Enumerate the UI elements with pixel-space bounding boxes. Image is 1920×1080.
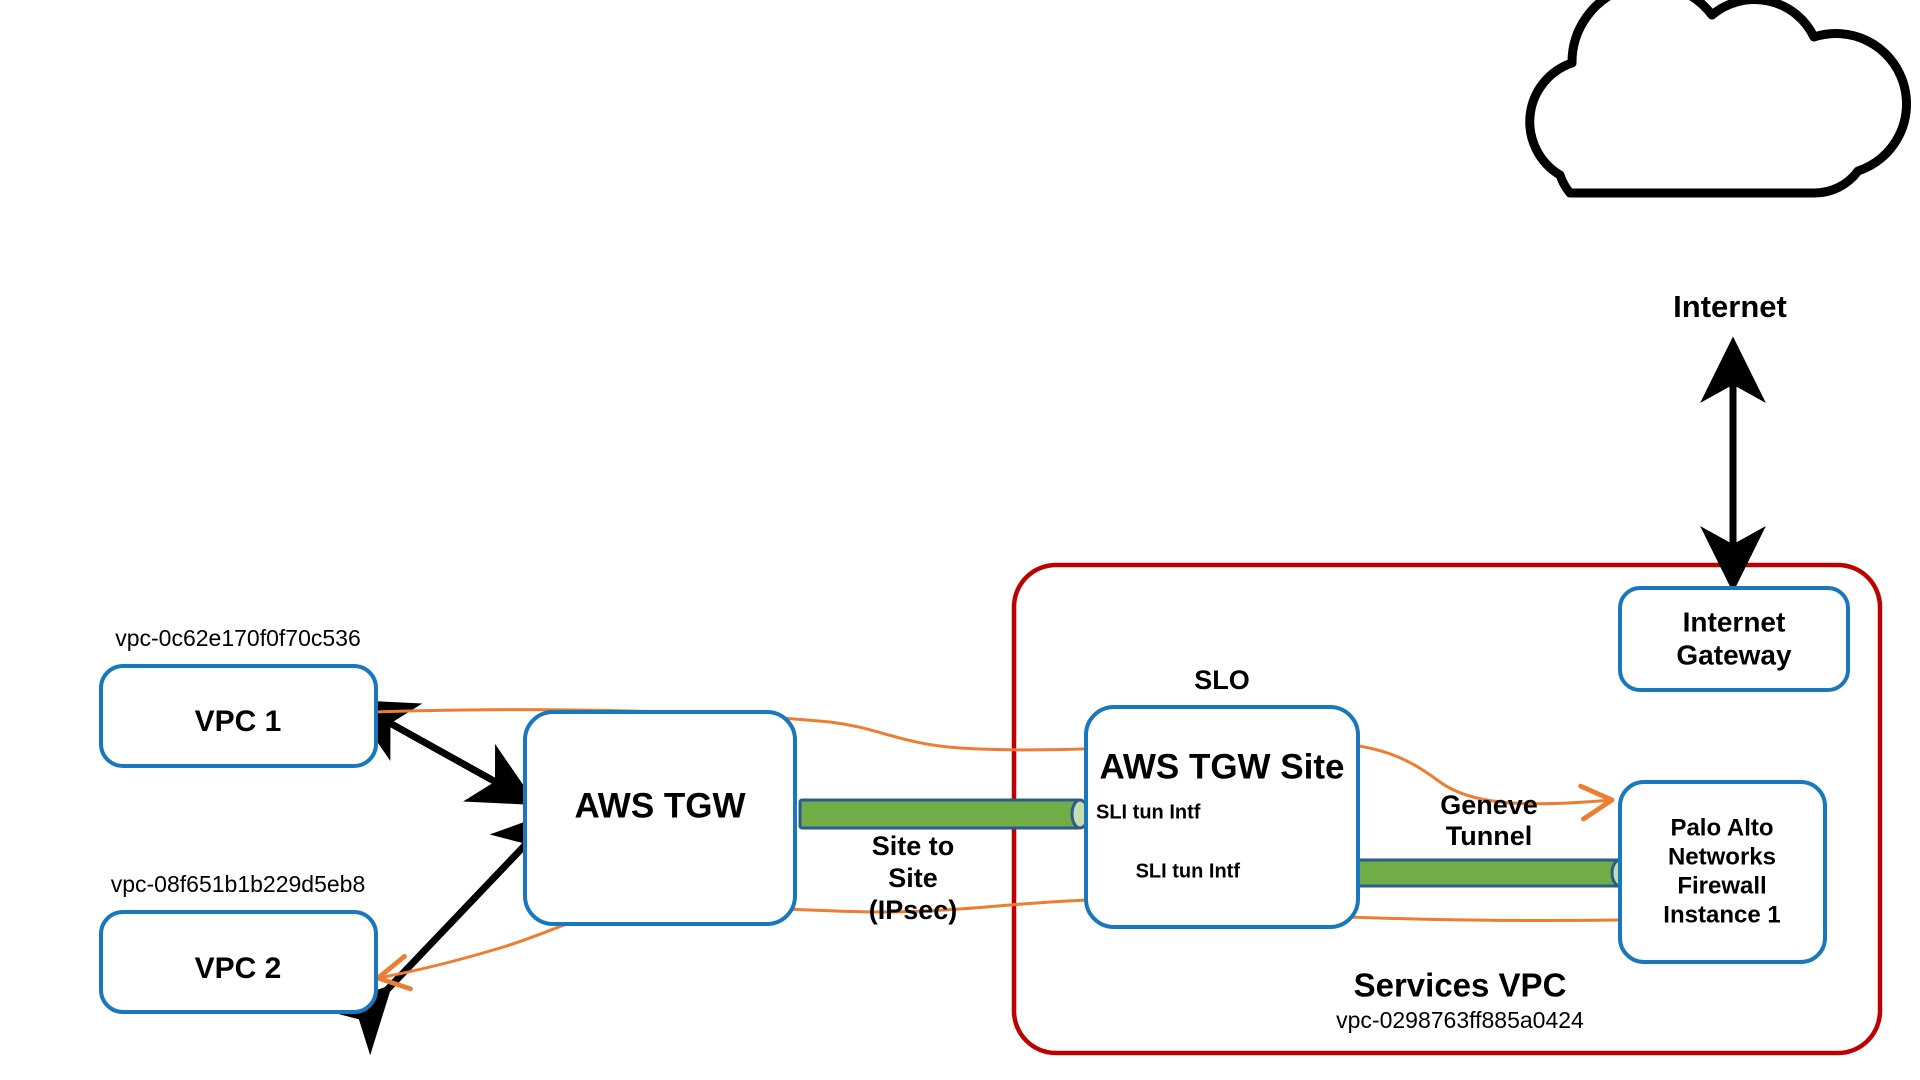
slo-label: SLO xyxy=(1194,665,1250,695)
geneve-tunnel xyxy=(1350,858,1630,888)
node-internet-gateway[interactable] xyxy=(1618,586,1850,692)
sli-tun-intf-lower-label: SLI tun Intf xyxy=(1136,860,1241,882)
services-vpc-title: Services VPC xyxy=(1354,967,1567,1004)
site-to-site-label-line2: Site xyxy=(888,863,938,893)
site-to-site-label-line3: (IPsec) xyxy=(869,895,958,925)
services-vpc-id-label: vpc-0298763ff885a0424 xyxy=(1336,1007,1584,1033)
link-vpc1-tgw xyxy=(348,699,538,806)
vpc1-id-label: vpc-0c62e170f0f70c536 xyxy=(115,625,361,651)
node-aws-tgw[interactable] xyxy=(523,710,797,926)
firewall-label-line3: Firewall xyxy=(1677,872,1766,899)
internet-gateway-label-line2: Gateway xyxy=(1676,639,1792,670)
vpc1-title: VPC 1 xyxy=(195,705,282,738)
internet-cloud-label: Internet xyxy=(1673,289,1787,324)
site-to-site-label-line1: Site to xyxy=(872,831,955,861)
node-vpc2[interactable] xyxy=(99,910,378,1014)
aws-tgw-title: AWS TGW xyxy=(574,786,745,825)
internet-cloud-node xyxy=(1525,0,1911,198)
firewall-label-line1: Palo Alto xyxy=(1670,814,1773,841)
vpc2-title: VPC 2 xyxy=(195,952,282,985)
geneve-tunnel-label-line1: Geneve xyxy=(1440,790,1538,820)
firewall-label-line2: Networks xyxy=(1668,843,1776,870)
site-to-site-tunnel xyxy=(798,798,1090,830)
link-vpc2-tgw xyxy=(322,809,560,1056)
node-aws-tgw-site[interactable] xyxy=(1084,705,1360,929)
aws-tgw-site-title: AWS TGW Site xyxy=(1100,747,1345,786)
node-palo-alto-firewall[interactable] xyxy=(1618,780,1827,964)
geneve-tunnel-label-line2: Tunnel xyxy=(1446,821,1532,851)
vpc2-id-label: vpc-08f651b1b229d5eb8 xyxy=(111,871,366,897)
sli-tun-intf-upper-label: SLI tun Intf xyxy=(1096,801,1201,823)
node-vpc1[interactable] xyxy=(99,664,378,768)
internet-gateway-label-line1: Internet xyxy=(1683,606,1786,637)
firewall-label-line4: Instance 1 xyxy=(1663,901,1780,928)
